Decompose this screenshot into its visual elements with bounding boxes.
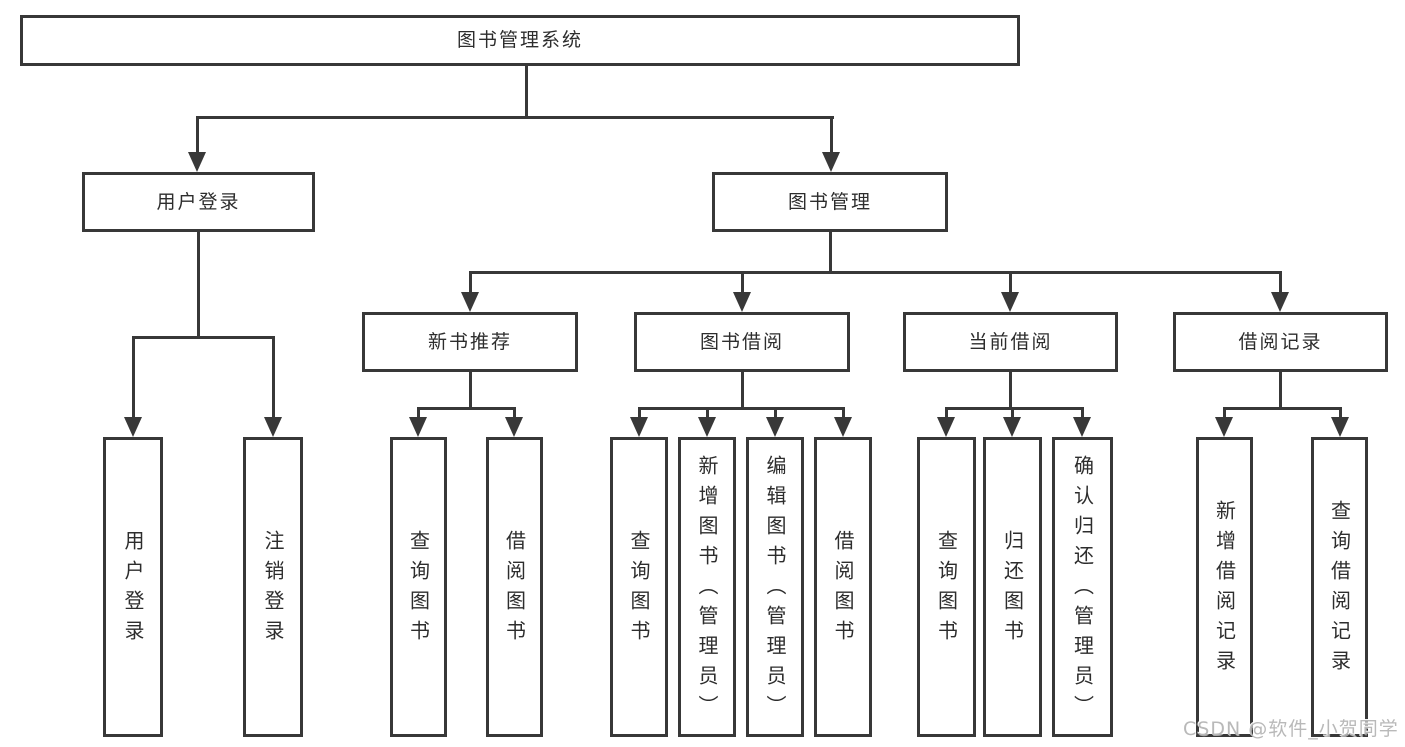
connector-line — [195, 116, 834, 119]
node-book-management: 图书管理 — [712, 172, 948, 232]
arrow-down-icon — [409, 417, 427, 437]
arrow-down-icon — [505, 417, 523, 437]
arrow-down-icon — [1073, 417, 1091, 437]
connector-line — [1338, 407, 1342, 419]
arrow-down-icon — [124, 417, 142, 437]
connector-line — [271, 336, 275, 419]
arrow-down-icon — [630, 417, 648, 437]
connector-line — [1278, 271, 1282, 294]
leaf-query-books-current: 查询图书 — [917, 437, 976, 737]
connector-line — [1278, 372, 1282, 410]
node-current-borrow: 当前借阅 — [903, 312, 1118, 372]
connector-line — [944, 407, 1084, 410]
arrow-down-icon — [834, 417, 852, 437]
arrow-down-icon — [1001, 292, 1019, 312]
leaf-borrow-books-borrow: 借阅图书 — [814, 437, 872, 737]
connector-line — [740, 271, 744, 294]
connector-line — [773, 407, 777, 419]
connector-line — [944, 407, 948, 419]
arrow-down-icon — [1003, 417, 1021, 437]
leaf-query-books-borrow: 查询图书 — [610, 437, 668, 737]
connector-line — [131, 336, 135, 419]
connector-line — [468, 271, 1282, 274]
arrow-down-icon — [188, 152, 206, 172]
connector-line — [195, 116, 199, 154]
connector-line — [1010, 407, 1014, 419]
connector-line — [1222, 407, 1342, 410]
leaf-query-borrow-record: 查询借阅记录 — [1311, 437, 1368, 737]
connector-line — [637, 407, 641, 419]
connector-line — [512, 407, 516, 419]
leaf-confirm-return-admin: 确认归还（管理员） — [1052, 437, 1113, 737]
leaf-return-book: 归还图书 — [983, 437, 1042, 737]
connector-line — [637, 407, 845, 410]
connector-line — [196, 232, 200, 339]
connector-line — [416, 407, 516, 410]
arrow-down-icon — [1271, 292, 1289, 312]
connector-line — [740, 372, 744, 410]
node-user-login: 用户登录 — [82, 172, 315, 232]
node-borrow-records: 借阅记录 — [1173, 312, 1388, 372]
arrow-down-icon — [733, 292, 751, 312]
node-new-book-recommend: 新书推荐 — [362, 312, 578, 372]
connector-line — [1222, 407, 1226, 419]
arrow-down-icon — [766, 417, 784, 437]
arrow-down-icon — [1215, 417, 1233, 437]
leaf-edit-book-admin: 编辑图书（管理员） — [746, 437, 804, 737]
connector-line — [1080, 407, 1084, 419]
connector-line — [829, 116, 833, 154]
leaf-add-book-admin: 新增图书（管理员） — [678, 437, 736, 737]
arrow-down-icon — [264, 417, 282, 437]
arrow-down-icon — [822, 152, 840, 172]
leaf-add-borrow-record: 新增借阅记录 — [1196, 437, 1253, 737]
arrow-down-icon — [461, 292, 479, 312]
connector-line — [468, 372, 472, 410]
arrow-down-icon — [698, 417, 716, 437]
arrow-down-icon — [1331, 417, 1349, 437]
node-root-system: 图书管理系统 — [20, 15, 1020, 66]
connector-line — [524, 66, 528, 119]
connector-line — [131, 336, 275, 339]
connector-line — [1008, 271, 1012, 294]
leaf-logout: 注销登录 — [243, 437, 303, 737]
node-book-borrow: 图书借阅 — [634, 312, 850, 372]
connector-line — [468, 271, 472, 294]
leaf-borrow-books-recommend: 借阅图书 — [486, 437, 543, 737]
connector-line — [841, 407, 845, 419]
connector-line — [1008, 372, 1012, 410]
leaf-user-login: 用户登录 — [103, 437, 163, 737]
connector-line — [828, 232, 832, 274]
connector-line — [705, 407, 709, 419]
arrow-down-icon — [937, 417, 955, 437]
leaf-query-books-recommend: 查询图书 — [390, 437, 447, 737]
connector-line — [416, 407, 420, 419]
